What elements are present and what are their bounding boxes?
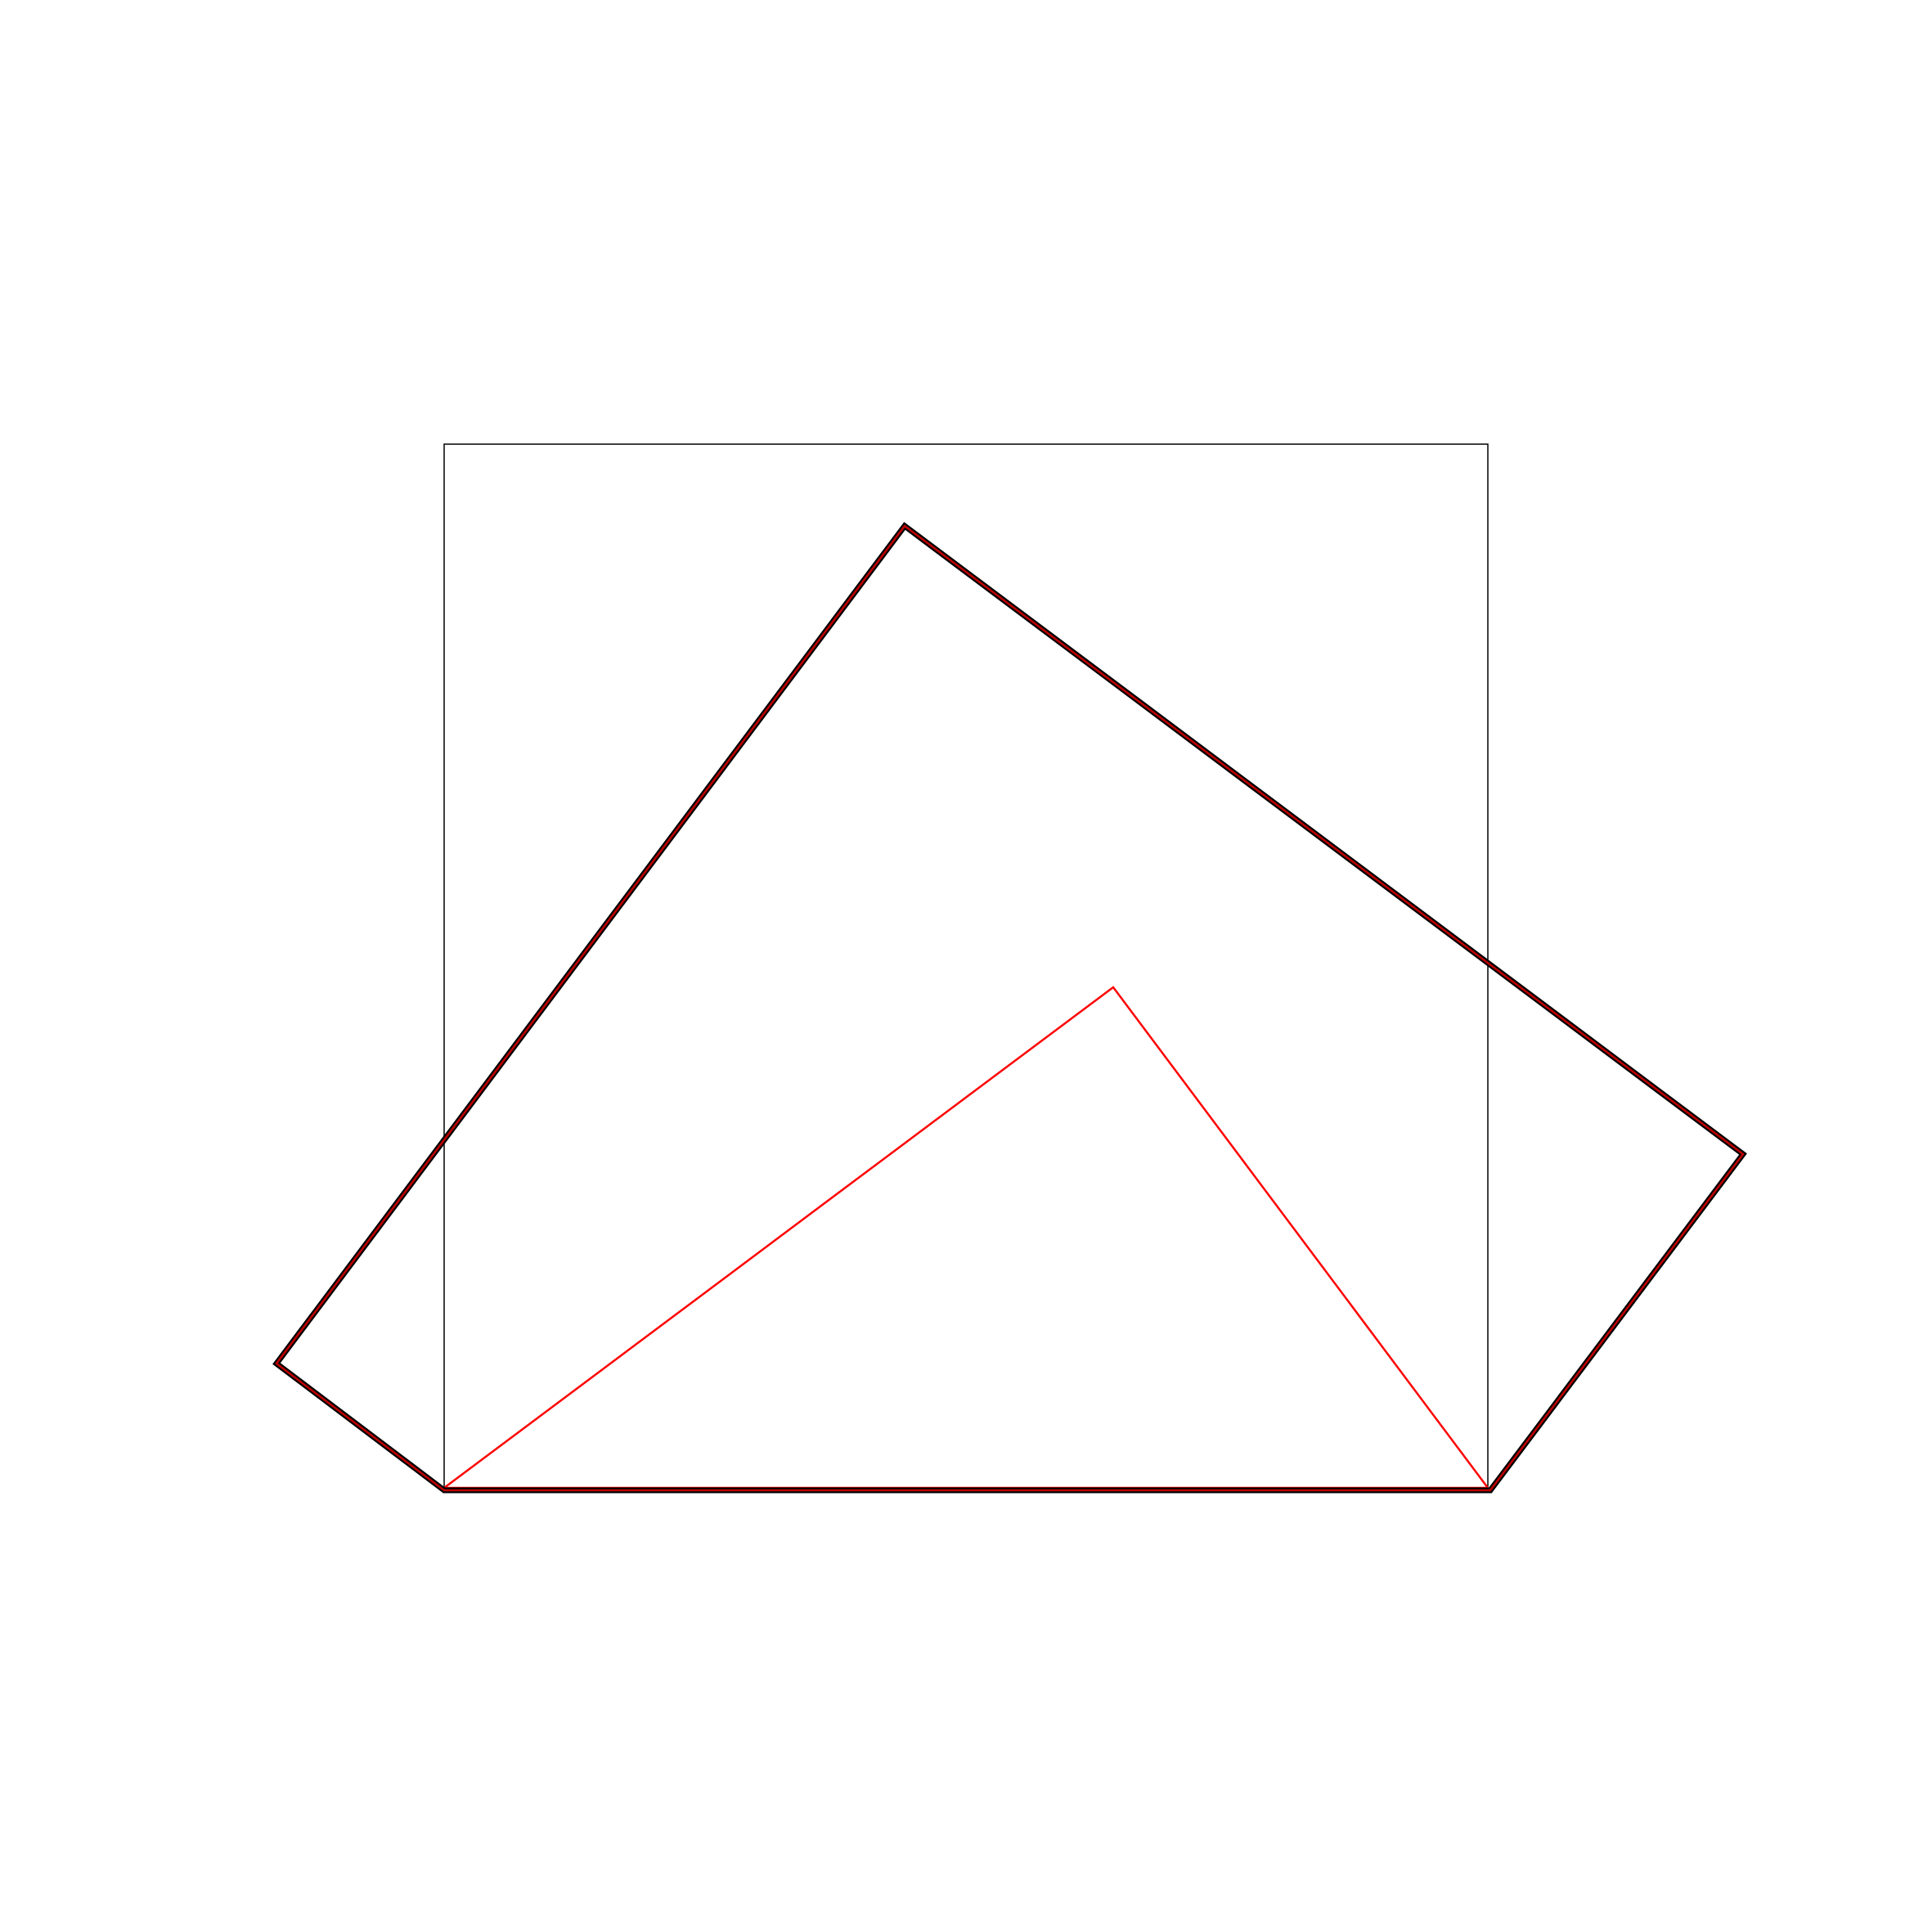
pentagon-inner [275,524,1745,1492]
thin-square [443,443,1489,1489]
pentagon-outer [272,522,1747,1494]
red-triangle [441,986,1490,1489]
